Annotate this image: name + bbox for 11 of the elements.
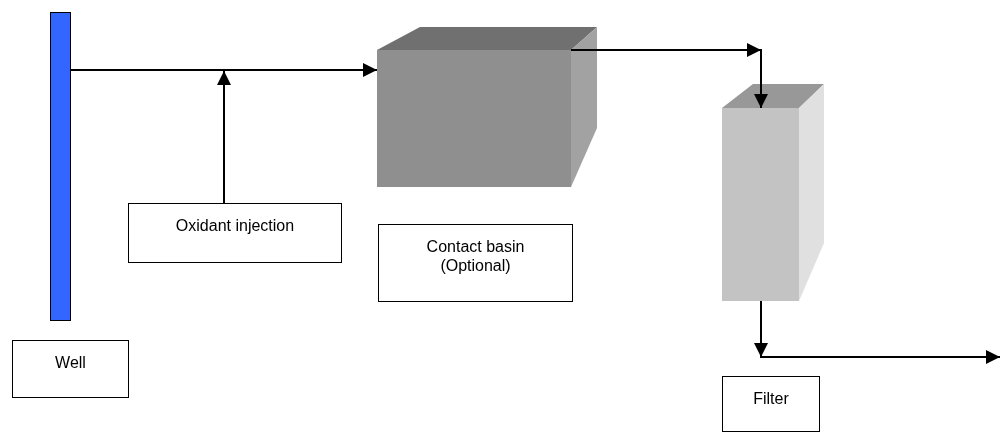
label-box [12,340,129,398]
filter-column-drawing [722,84,825,301]
label-box [378,224,573,302]
box-label: Well [55,353,86,372]
basin-tank-drawing [377,27,598,187]
label-box [128,203,342,263]
well-pipe [50,12,71,321]
box-label: Filter [753,389,789,408]
box-label: Contact basin (Optional) [425,237,526,275]
label-box [722,376,820,432]
box-label: Oxidant injection [175,216,295,235]
